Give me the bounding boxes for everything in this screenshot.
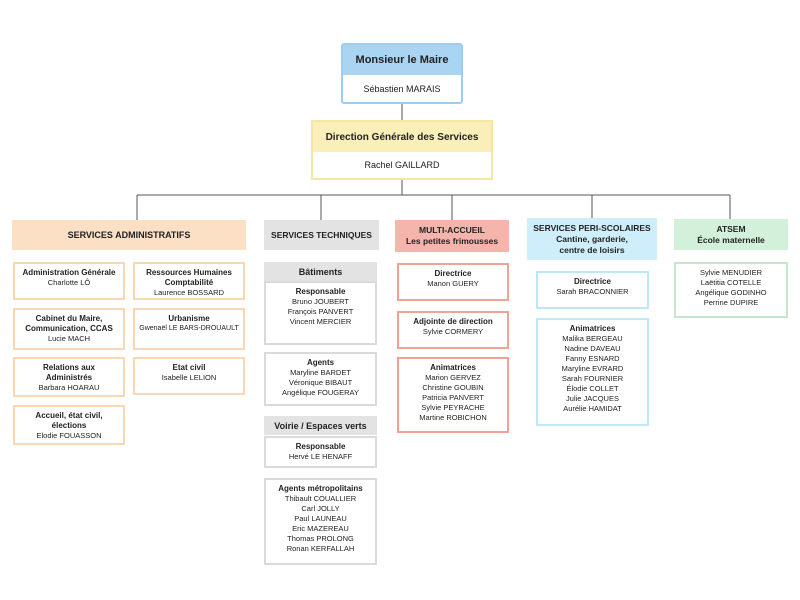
- person-name: Eric MAZEREAU: [292, 524, 349, 533]
- box-title: Directrice: [574, 277, 611, 286]
- admin-header-text: SERVICES ADMINISTRATIFS: [67, 230, 191, 240]
- tech-box-responsable-voirie: Responsable Hervé LE HENAFF: [264, 436, 377, 468]
- person-name: Maryline BARDET: [290, 368, 351, 377]
- tech-box-agents: Agents Maryline BARDET Véronique BIBAUT …: [264, 352, 377, 406]
- person-name: Vincent MERCIER: [289, 317, 352, 326]
- multi-box-directrice: Directrice Manon GUERY: [397, 263, 509, 301]
- multi-header: MULTI-ACCUEIL Les petites frimousses: [395, 220, 509, 252]
- box-title: Etat civil: [172, 363, 206, 372]
- person-name: Sarah BRACONNIER: [556, 287, 629, 296]
- multi-header-line1: MULTI-ACCUEIL: [419, 225, 485, 235]
- person-name: Ronan KERFALLAH: [286, 544, 355, 553]
- atsem-header-line2: École maternelle: [697, 234, 765, 245]
- admin-box-urbanisme: Urbanisme Gwenaël LE BARS-DROUAULT: [133, 308, 245, 350]
- person-name: Hervé LE HENAFF: [288, 452, 353, 461]
- box-title: Ressources Humaines Comptabilité: [146, 268, 232, 287]
- box-title: Administration Générale: [22, 268, 116, 277]
- dgs-box: Direction Générale des Services Rachel G…: [311, 120, 493, 180]
- person-name: Lucie MACH: [47, 334, 91, 343]
- tech-header-text: SERVICES TECHNIQUES: [271, 230, 372, 240]
- person-name: Manon GUERY: [427, 279, 479, 288]
- person-name: Barbara HOARAU: [38, 383, 100, 392]
- person-name: Laëtitia COTELLE: [700, 278, 762, 287]
- peri-box-directrice: Directrice Sarah BRACONNIER: [536, 271, 649, 309]
- person-name: Thomas PROLONG: [287, 534, 354, 543]
- tech-box-agents-metro: Agents métropolitains Thibault COUALLIER…: [264, 478, 377, 565]
- box-title: Directrice: [434, 269, 472, 278]
- person-name: Nadine DAVEAU: [564, 344, 621, 353]
- atsem-header: ATSEM École maternelle: [674, 219, 788, 250]
- admin-box-cabinet: Cabinet du Maire, Communication, CCAS Lu…: [13, 308, 125, 350]
- person-name: Patricia PANVERT: [422, 393, 484, 402]
- maire-name: Sébastien MARAIS: [363, 83, 441, 94]
- admin-box-rh: Ressources Humaines Comptabilité Laurenc…: [133, 262, 245, 300]
- atsem-header-line1: ATSEM: [716, 223, 746, 234]
- person-name: Isabelle LELION: [161, 373, 217, 382]
- person-name: Carl JOLLY: [301, 504, 340, 513]
- person-name: Laurence BOSSARD: [153, 288, 225, 297]
- dgs-title: Direction Générale des Services: [313, 122, 491, 152]
- person-name: Julie JACQUES: [566, 394, 619, 403]
- box-title: Responsable: [295, 287, 346, 296]
- person-name: Charlotte LÔ: [47, 278, 91, 287]
- tech-header: SERVICES TECHNIQUES: [264, 220, 379, 250]
- person-name: Sarah FOURNIER: [561, 374, 624, 383]
- person-name: Angélique FOUGERAY: [282, 388, 359, 397]
- box-title: Responsable: [295, 442, 346, 451]
- person-name: Maryline EVRARD: [561, 364, 624, 373]
- box-title: Animatrices: [430, 363, 476, 372]
- person-name: Thibault COUALLIER: [284, 494, 357, 503]
- box-title: Cabinet du Maire, Communication, CCAS: [25, 314, 113, 333]
- peri-header-line2: Cantine, garderie, centre de loisirs: [556, 233, 628, 255]
- multi-box-adjointe: Adjointe de direction Sylvie CORMERY: [397, 311, 509, 349]
- person-name: Sylvie MENUDIER: [699, 268, 763, 277]
- box-title: Agents métropolitains: [278, 484, 363, 493]
- multi-box-animatrices: Animatrices Marion GERVEZ Christine GOUB…: [397, 357, 509, 433]
- maire-box: Monsieur le Maire Sébastien MARAIS: [341, 43, 463, 104]
- tech-batiments-header: Bâtiments: [264, 262, 377, 281]
- admin-box-relations: Relations aux Administrés Barbara HOARAU: [13, 357, 125, 397]
- person-name: Sylvie PEYRACHE: [421, 403, 485, 412]
- person-name: Aurélie HAMIDAT: [563, 404, 622, 413]
- person-name: François PANVERT: [287, 307, 354, 316]
- box-title: Adjointe de direction: [413, 317, 493, 326]
- person-name: Elodie FOUASSON: [36, 431, 102, 440]
- person-name: Sylvie CORMERY: [422, 327, 484, 336]
- admin-header: SERVICES ADMINISTRATIFS: [12, 220, 246, 250]
- tech-box-responsable: Responsable Bruno JOUBERT François PANVE…: [264, 281, 377, 345]
- atsem-box-names: Sylvie MENUDIER Laëtitia COTELLE Angéliq…: [674, 262, 788, 318]
- person-name: Élodie COLLET: [566, 384, 619, 393]
- person-name: Marion GERVEZ: [425, 373, 481, 382]
- box-title: Urbanisme: [168, 314, 210, 323]
- peri-box-animatrices: Animatrices Malika BERGEAU Nadine DAVEAU…: [536, 318, 649, 426]
- admin-box-accueil: Accueil, état civil, élections Elodie FO…: [13, 405, 125, 445]
- admin-box-administration-generale: Administration Générale Charlotte LÔ: [13, 262, 125, 300]
- admin-box-etat-civil: Etat civil Isabelle LELION: [133, 357, 245, 395]
- box-title: Agents: [306, 358, 335, 367]
- dgs-name: Rachel GAILLARD: [364, 160, 440, 170]
- person-name: Véronique BIBAUT: [288, 378, 353, 387]
- person-name: Malika BERGEAU: [562, 334, 623, 343]
- person-name: Gwenaël LE BARS-DROUAULT: [139, 325, 239, 332]
- person-name: Paul LAUNEAU: [294, 514, 347, 523]
- maire-title: Monsieur le Maire: [343, 45, 461, 75]
- peri-header-line1: SERVICES PERI-SCOLAIRES: [533, 222, 651, 233]
- person-name: Angélique GODINHO: [695, 288, 767, 297]
- box-title: Accueil, état civil, élections: [35, 411, 103, 430]
- tech-voirie-header: Voirie / Espaces verts: [264, 416, 377, 435]
- box-title: Relations aux Administrés: [42, 363, 95, 382]
- peri-header: SERVICES PERI-SCOLAIRES Cantine, garderi…: [527, 218, 657, 260]
- person-name: Perrine DUPIRE: [703, 298, 759, 307]
- multi-header-line2: Les petites frimousses: [405, 236, 499, 246]
- person-name: Martine ROBICHON: [419, 413, 487, 422]
- box-title: Animatrices: [569, 324, 616, 333]
- person-name: Christine GOUBIN: [422, 383, 484, 392]
- person-name: Bruno JOUBERT: [292, 297, 349, 306]
- person-name: Fanny ESNARD: [565, 354, 620, 363]
